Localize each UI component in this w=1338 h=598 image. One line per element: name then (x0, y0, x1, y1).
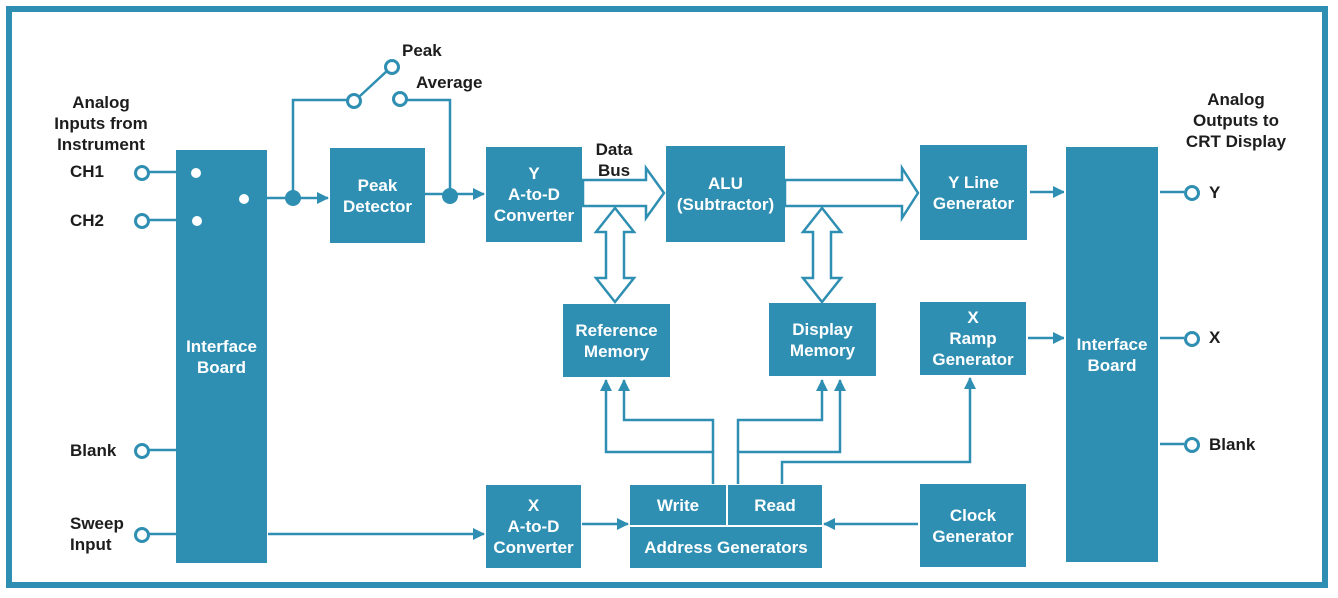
bus-refmem-double-arrow (593, 205, 637, 305)
address-generators-block: Address Generators (630, 527, 822, 568)
read-to-xramp-wire (780, 377, 976, 484)
ch1-terminal (134, 165, 150, 181)
average-down-wire (402, 98, 452, 194)
junction-dot-1 (285, 190, 301, 206)
read-block: Read (728, 485, 822, 525)
x-out-terminal (1184, 331, 1200, 347)
alu-block: ALU(Subtractor) (666, 146, 785, 242)
blank-out-label: Blank (1209, 435, 1256, 454)
write-addr-to-ref-wire (600, 379, 715, 484)
peak-label: Peak (402, 41, 442, 60)
sweep-terminal (134, 527, 150, 543)
ch2-terminal (134, 213, 150, 229)
read-addr-display-inner-wire (736, 379, 828, 452)
diagram-frame (6, 6, 1328, 588)
data-bus-yadc-alu-arrow (581, 164, 666, 222)
blank-out-terminal (1184, 437, 1200, 453)
read-addr-to-display-wire (736, 379, 846, 484)
write-addr-ref-inner-wire (618, 379, 715, 452)
ch1-switch-contact (188, 165, 204, 181)
y-out-label: Y (1209, 183, 1221, 202)
blank-in-label: Blank (70, 441, 117, 460)
switch-pivot (236, 191, 252, 207)
y-out-terminal (1184, 185, 1200, 201)
bypass-up-wire (291, 98, 349, 198)
blank-in-terminal (134, 443, 150, 459)
alu-dispmem-double-arrow (800, 205, 844, 305)
ch1-label: CH1 (70, 162, 105, 181)
average-label: Average (416, 73, 483, 92)
mode-switch-pivot (346, 93, 362, 109)
peak-contact (384, 59, 400, 75)
ch2-switch-contact (189, 213, 205, 229)
write-block: Write (630, 485, 726, 525)
mode-switch-blade (359, 69, 389, 97)
data-bus-alu-yline-arrow (783, 163, 920, 223)
junction-dot-2 (442, 188, 458, 204)
x-out-label: X (1209, 328, 1221, 347)
average-contact (392, 91, 408, 107)
ch2-label: CH2 (70, 211, 105, 230)
